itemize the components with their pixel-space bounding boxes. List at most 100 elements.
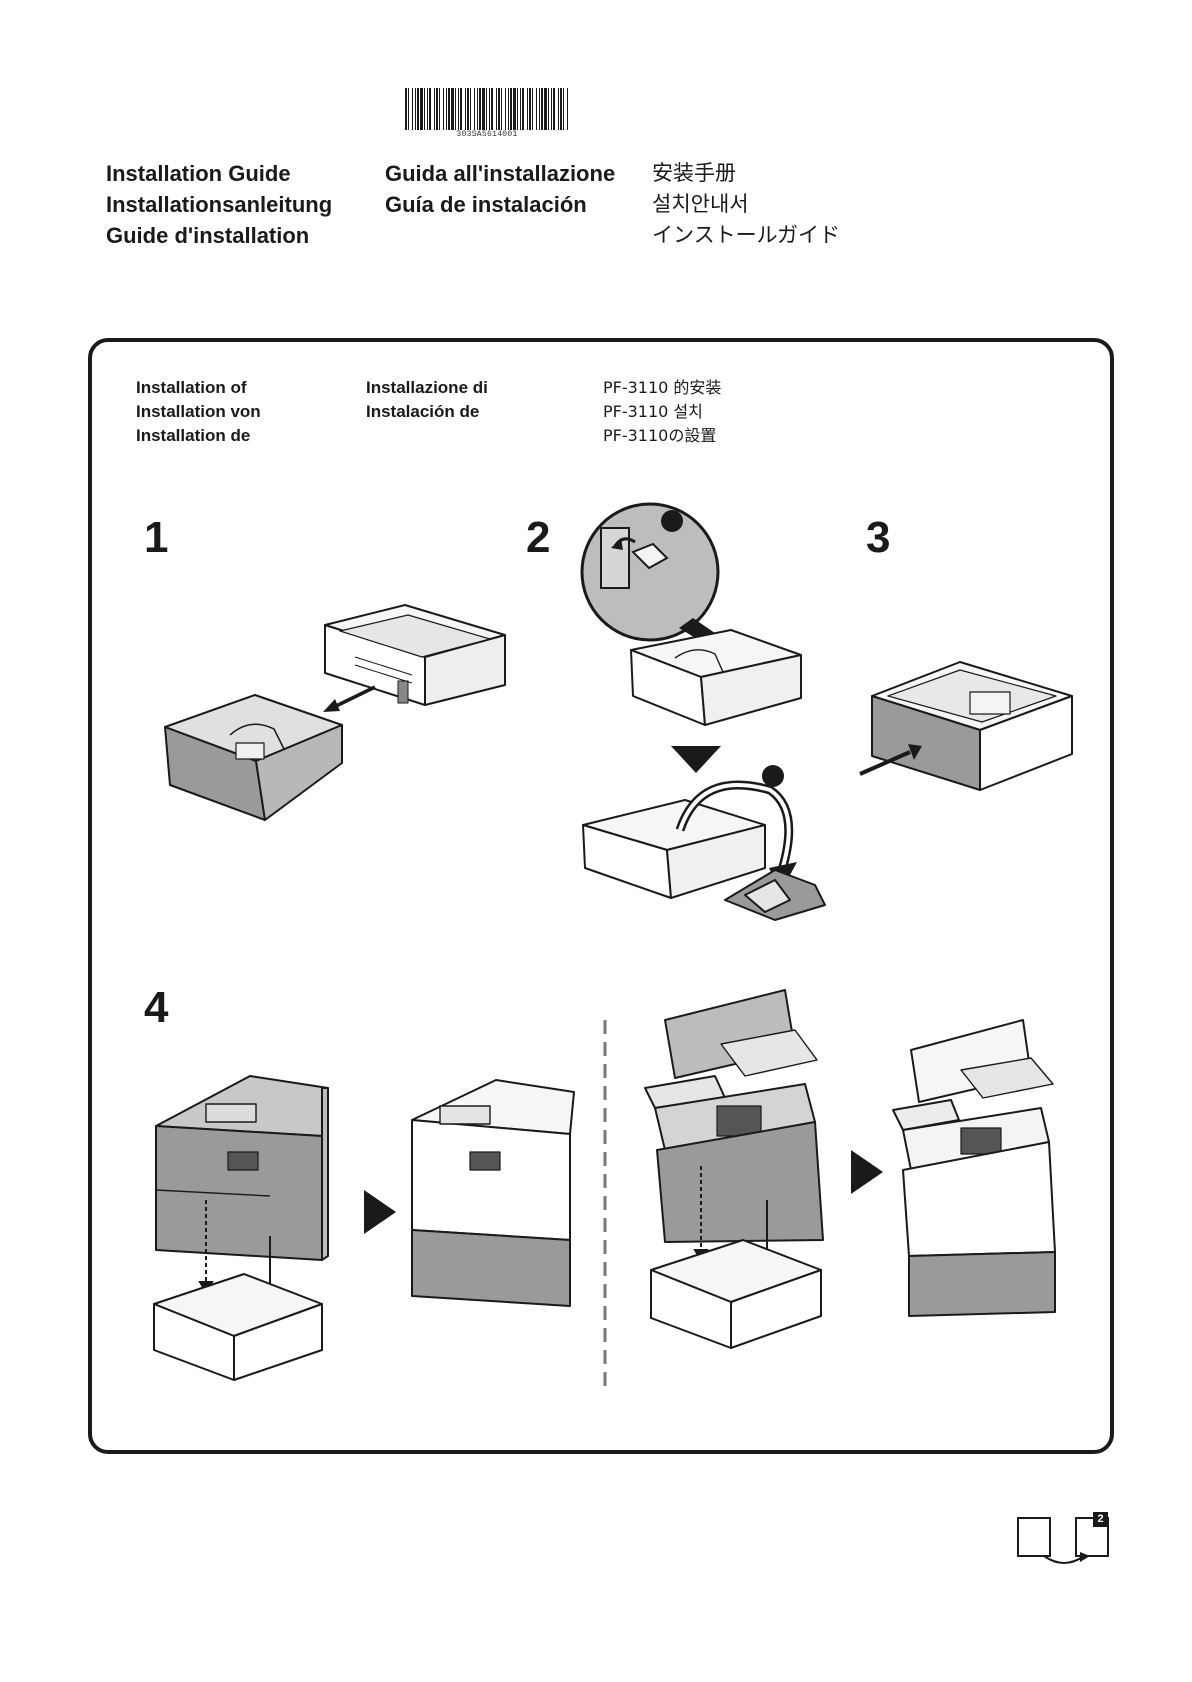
barcode-bar: [553, 88, 555, 130]
subtitle-ja: PF-3110の設置: [603, 424, 721, 448]
subtitle-fr: Installation de: [136, 424, 261, 448]
barcode-bar: [486, 88, 487, 130]
barcode-bar: [489, 88, 490, 130]
title-it: Guida all'installazione: [385, 158, 615, 189]
barcode-bar: [465, 88, 466, 130]
barcode-bar: [455, 88, 456, 130]
barcode-bar: [548, 88, 549, 130]
step-3-illustration: [860, 640, 1080, 800]
title-en: Installation Guide: [106, 158, 332, 189]
barcode-bar: [501, 88, 502, 130]
barcode-bar: [446, 88, 447, 130]
mfp-assembled: [893, 1020, 1055, 1316]
step-2-illustration: [575, 500, 895, 940]
barcode-bar: [563, 88, 564, 130]
barcode-bar: [408, 88, 409, 130]
barcode-bar: [417, 88, 419, 130]
tray-icon: [583, 800, 765, 898]
subtitle-de: Installation von: [136, 400, 261, 424]
barcode-bar: [415, 88, 416, 130]
barcode-bar: [496, 88, 497, 130]
step-number-1: 1: [144, 516, 168, 560]
barcode-bar: [544, 88, 547, 130]
barcode-bar: [439, 88, 440, 130]
title-ja: インストールガイド: [652, 220, 840, 251]
barcode-bar: [470, 88, 471, 130]
paper-feeder-unit: [872, 662, 1072, 790]
subtitle-en: Installation of: [136, 376, 261, 400]
barcode-bar: [474, 88, 475, 130]
paper-feeder-unit: [325, 605, 505, 705]
barcode-icon: [405, 88, 569, 130]
subtitle-es: Instalación de: [366, 400, 488, 424]
paper-feeder-unit: [154, 1274, 322, 1380]
subtitle-ko: PF-3110 설치: [603, 400, 721, 424]
barcode-bar: [405, 88, 407, 130]
page-number-badge: 2: [1093, 1512, 1108, 1527]
barcode-bar: [434, 88, 435, 130]
paper-feeder-unit: [651, 1240, 821, 1348]
barcode-bar: [529, 88, 531, 130]
barcode-bar: [522, 88, 524, 130]
barcode-bar: [551, 88, 552, 130]
subtitle-it: Installazione di: [366, 376, 488, 400]
barcode-bar: [460, 88, 462, 130]
step-number-4: 4: [144, 986, 168, 1030]
barcode-bar: [558, 88, 559, 130]
step-number-2: 2: [526, 516, 550, 560]
barcode-bar: [498, 88, 500, 130]
separator-line: [600, 1020, 610, 1390]
title-zh: 安装手册: [652, 158, 840, 189]
play-arrow-icon: [851, 1150, 883, 1194]
barcode-bar: [536, 88, 537, 130]
step-4-printer-before: [150, 1060, 590, 1390]
barcode-bar: [477, 88, 478, 130]
barcode-bar: [412, 88, 413, 130]
zoom-detail: [582, 504, 725, 650]
printer-icon: [156, 1076, 328, 1260]
removed-part-icon: [725, 870, 825, 920]
barcode-bar: [448, 88, 450, 130]
barcode-bar: [467, 88, 469, 130]
printer-assembled: [412, 1080, 574, 1306]
barcode-bar: [505, 88, 506, 130]
arrow-icon: [323, 687, 375, 712]
barcode-bar: [560, 88, 562, 130]
subtitle-col-2: Installazione di Instalación de: [366, 376, 488, 424]
subtitle-col-3: PF-3110 的安装 PF-3110 설치 PF-3110の設置: [603, 376, 721, 448]
down-arrow-icon: [671, 746, 721, 773]
barcode-bar: [520, 88, 521, 130]
barcode-bar: [482, 88, 485, 130]
step-1-illustration: [160, 595, 520, 835]
subtitle-zh: PF-3110 的安装: [603, 376, 721, 400]
mfp-icon: [645, 990, 823, 1242]
title-col-2: Guida all'installazione Guía de instalac…: [385, 158, 615, 220]
barcode-bar: [527, 88, 528, 130]
barcode-bar: [491, 88, 493, 130]
barcode-bar: [510, 88, 512, 130]
subtitle-col-1: Installation of Installation von Install…: [136, 376, 261, 448]
barcode-bar: [532, 88, 533, 130]
title-col-1: Installation Guide Installationsanleitun…: [106, 158, 332, 251]
barcode-bar: [427, 88, 428, 130]
title-col-3: 安装手册 설치안내서 インストールガイド: [652, 158, 840, 251]
barcode-bar: [541, 88, 543, 130]
barcode-bar: [513, 88, 516, 130]
barcode-bar: [443, 88, 444, 130]
step-2-marker-icon-b: [762, 765, 784, 787]
step-2-marker-icon: [661, 510, 683, 532]
barcode-bar: [451, 88, 454, 130]
tray-icon: [165, 695, 342, 820]
title-ko: 설치안내서: [652, 189, 840, 220]
step-4-mfp-before: [645, 980, 1095, 1390]
barcode-bar: [436, 88, 438, 130]
barcode-number: 303SA5614001: [405, 130, 569, 139]
title-fr: Guide d'installation: [106, 220, 332, 251]
play-arrow-icon: [364, 1190, 396, 1234]
title-de: Installationsanleitung: [106, 189, 332, 220]
barcode-bar: [420, 88, 423, 130]
barcode-bar: [567, 88, 568, 130]
barcode-bar: [508, 88, 509, 130]
barcode-bar: [517, 88, 518, 130]
barcode-bar: [429, 88, 431, 130]
